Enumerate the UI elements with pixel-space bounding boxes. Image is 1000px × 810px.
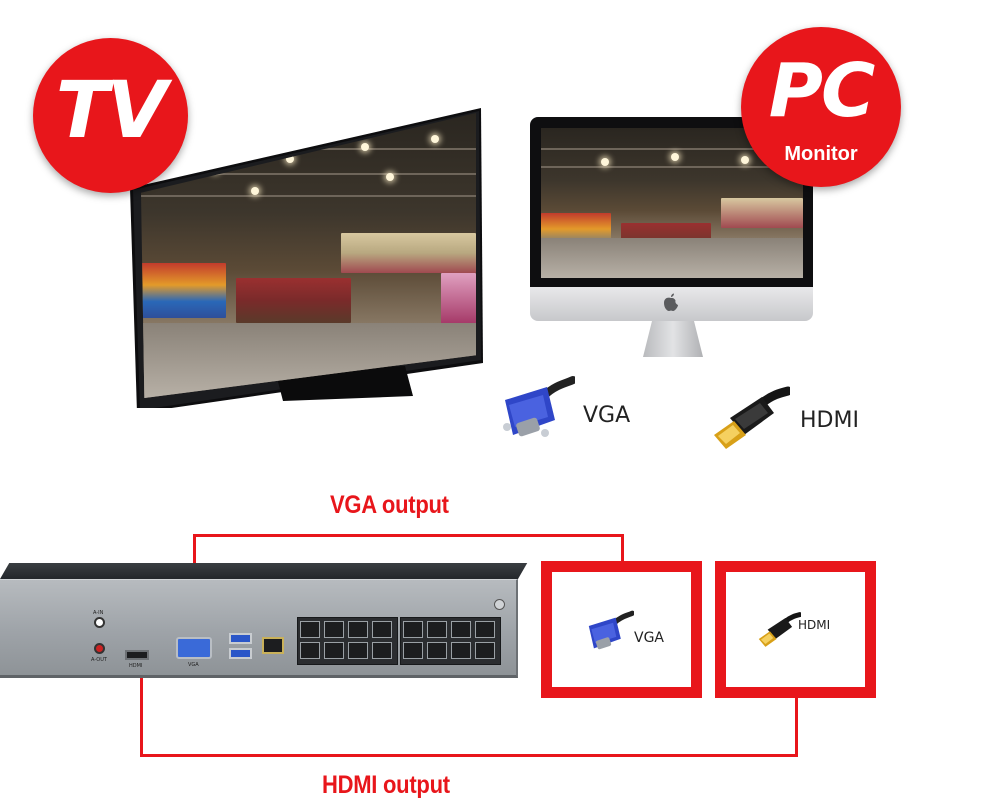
lan-port xyxy=(262,637,284,654)
audio-in-jack xyxy=(94,617,105,628)
vga-output-box: VGA xyxy=(541,561,702,698)
hdmi-output-box: HDMI xyxy=(715,561,876,698)
hdmi-connector-icon xyxy=(751,610,803,652)
tv-set xyxy=(125,108,485,408)
audio-out-label: A-OUT xyxy=(91,657,107,663)
hdmi-wire-left-vertical xyxy=(140,660,143,757)
nvr-vga-port xyxy=(176,637,212,659)
hdmi-output-title: HDMI output xyxy=(322,771,450,799)
vga-box-label: VGA xyxy=(634,630,665,646)
hdmi-label: HDMI xyxy=(800,408,859,433)
hdmi-wire-bottom xyxy=(140,754,798,757)
audio-in-label: A-IN xyxy=(93,610,104,616)
vga-label: VGA xyxy=(583,403,631,428)
usb-port-1 xyxy=(229,633,252,644)
tv-badge-text: TV xyxy=(55,66,168,156)
pc-badge-text: PC xyxy=(768,48,876,134)
vga-connector-icon xyxy=(495,375,577,450)
vga-wire-right-vertical xyxy=(621,534,624,564)
audio-out-jack xyxy=(94,643,105,654)
pc-monitor-badge: PC Monitor xyxy=(741,27,901,187)
nvr-vga-port-label: VGA xyxy=(188,662,199,668)
vga-wire-top xyxy=(193,534,624,537)
vga-connector-icon xyxy=(582,610,635,658)
hdmi-wire-right-vertical xyxy=(795,690,798,757)
nvr-hdmi-port xyxy=(125,650,149,660)
tv-badge: TV xyxy=(33,38,188,193)
apple-logo-icon xyxy=(663,293,679,312)
usb-port-2 xyxy=(229,648,252,659)
pc-monitor xyxy=(530,117,815,362)
nvr-hdmi-port-label: HDMI xyxy=(129,663,143,669)
hdmi-connector-icon xyxy=(700,383,793,458)
pc-badge-subtext: Monitor xyxy=(784,143,858,165)
hdmi-box-label: HDMI xyxy=(798,618,831,632)
vga-output-title: VGA output xyxy=(330,491,449,519)
ground-screw xyxy=(494,599,505,610)
